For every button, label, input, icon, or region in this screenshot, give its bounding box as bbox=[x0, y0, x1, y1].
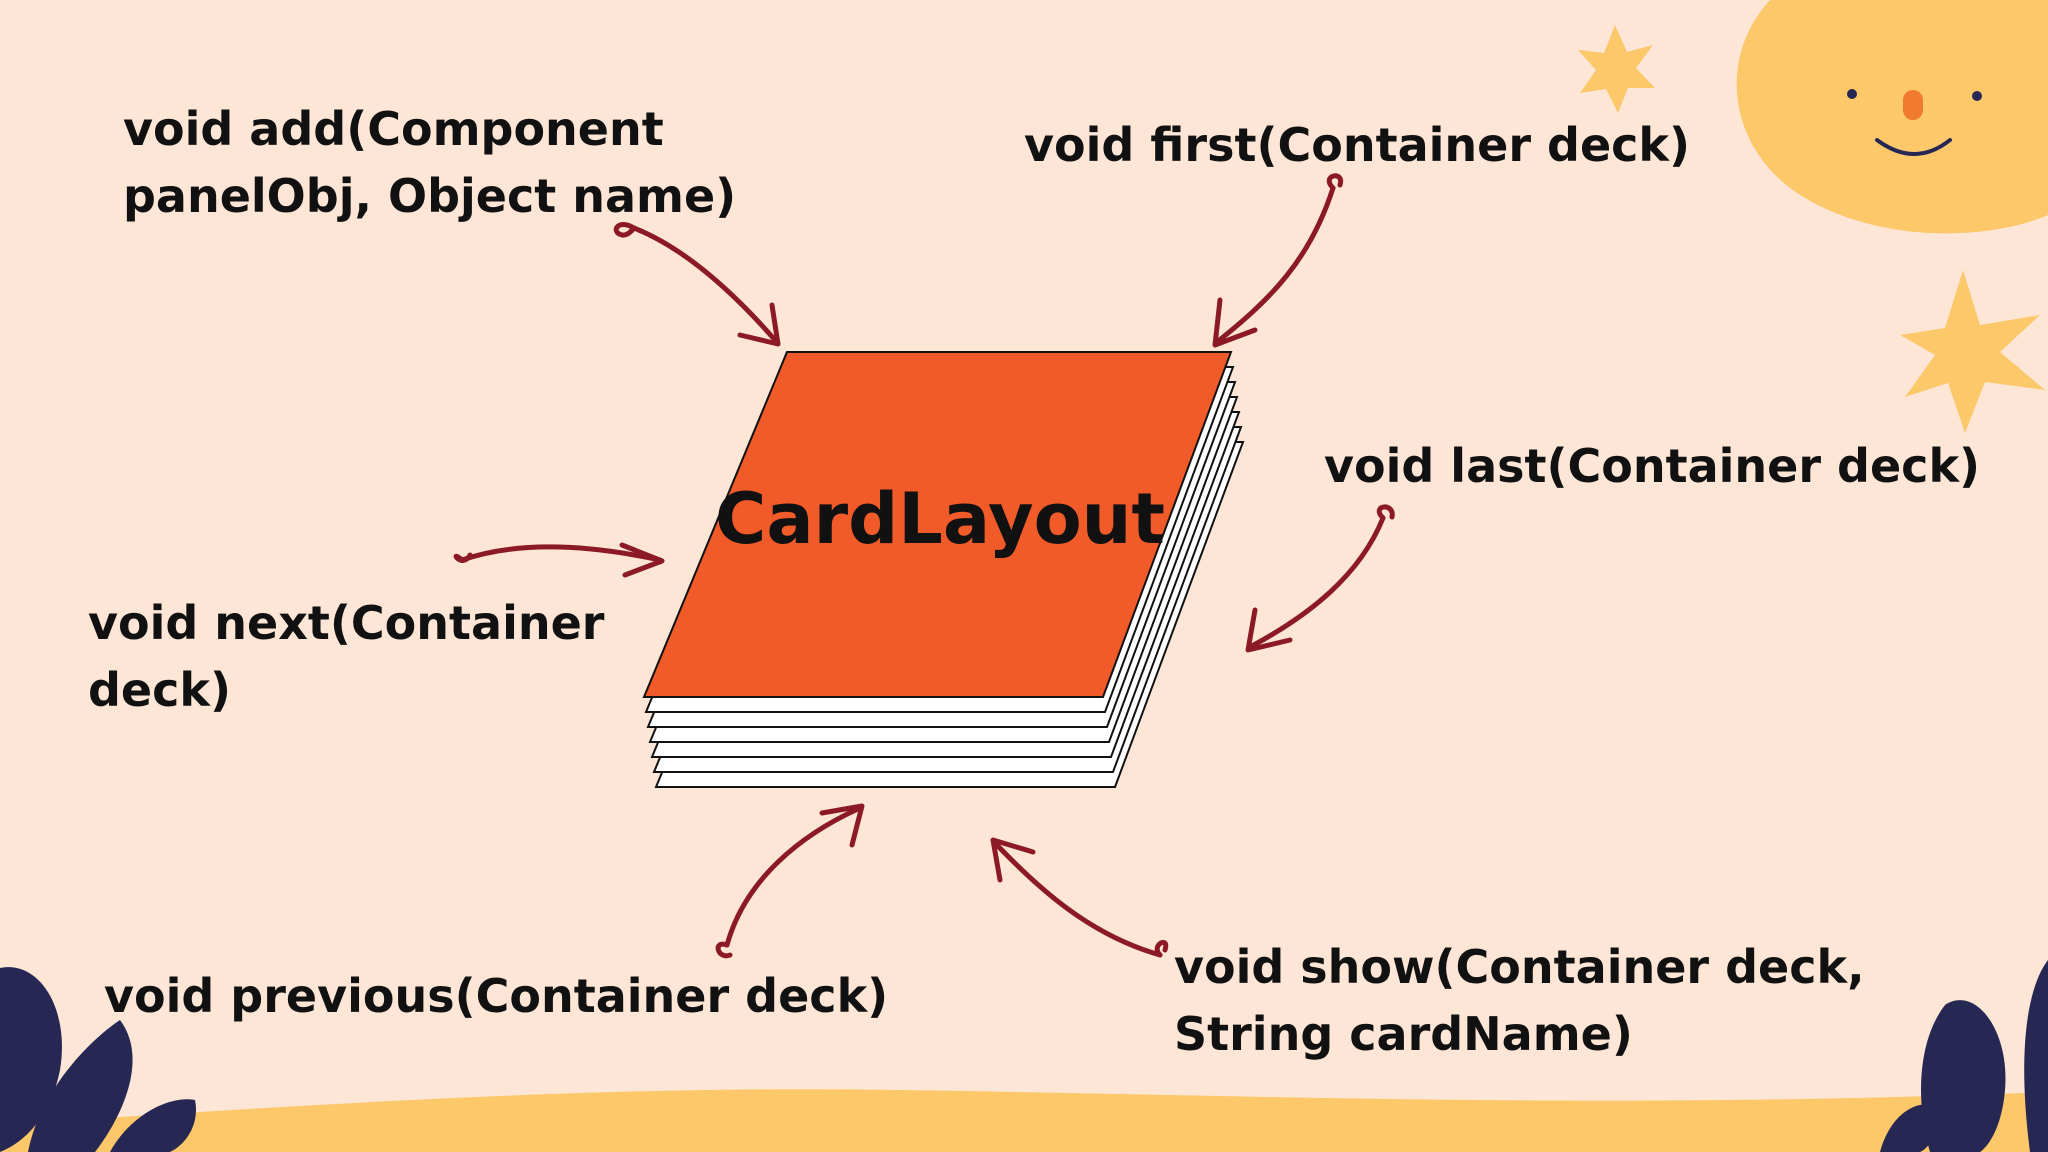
ground-strip bbox=[0, 1089, 2048, 1152]
sun-eye-left bbox=[1847, 89, 1857, 99]
sun-nose bbox=[1903, 90, 1923, 120]
method-add-label: void add(Component panelObj, Object name… bbox=[123, 96, 736, 230]
method-show-label: void show(Container deck, String cardNam… bbox=[1174, 934, 1865, 1068]
star-icon bbox=[1900, 270, 2045, 433]
arrow-previous bbox=[715, 803, 865, 959]
method-add-line-2: panelObj, Object name) bbox=[123, 169, 737, 223]
method-next-line-1: void next(Container bbox=[88, 596, 605, 650]
center-label: CardLayout bbox=[715, 478, 1165, 560]
method-last-label: void last(Container deck) bbox=[1324, 433, 1980, 500]
method-previous-label: void previous(Container deck) bbox=[104, 963, 888, 1030]
star-icon bbox=[1578, 25, 1655, 113]
method-first-label: void first(Container deck) bbox=[1024, 112, 1690, 179]
method-next-label: void next(Container deck) bbox=[88, 590, 604, 724]
arrow-add bbox=[613, 221, 781, 347]
arrows bbox=[453, 173, 1395, 959]
method-show-line-2: String cardName) bbox=[1174, 1007, 1633, 1061]
method-add-line-1: void add(Component bbox=[123, 102, 664, 156]
leaf-icon bbox=[28, 1020, 133, 1152]
method-previous-line-1: void previous(Container deck) bbox=[104, 969, 889, 1023]
leaf-icon bbox=[1880, 1104, 1937, 1152]
arrow-next bbox=[453, 542, 665, 578]
sun-smile bbox=[1875, 138, 1952, 156]
method-next-line-2: deck) bbox=[88, 663, 232, 717]
method-first-line-1: void first(Container deck) bbox=[1024, 118, 1691, 172]
arrow-show bbox=[990, 837, 1169, 958]
sun-face-icon bbox=[1736, 0, 2048, 234]
leaf-icon bbox=[1921, 1000, 2006, 1152]
card-front bbox=[642, 351, 1233, 698]
method-show-line-1: void show(Container deck, bbox=[1174, 940, 1865, 994]
arrow-first bbox=[1212, 173, 1344, 348]
arrow-last bbox=[1245, 504, 1395, 653]
leaf-icon bbox=[110, 1099, 196, 1152]
sun-eye-right bbox=[1972, 91, 1982, 101]
leaf-icon bbox=[2024, 960, 2048, 1152]
method-last-line-1: void last(Container deck) bbox=[1324, 439, 1981, 493]
